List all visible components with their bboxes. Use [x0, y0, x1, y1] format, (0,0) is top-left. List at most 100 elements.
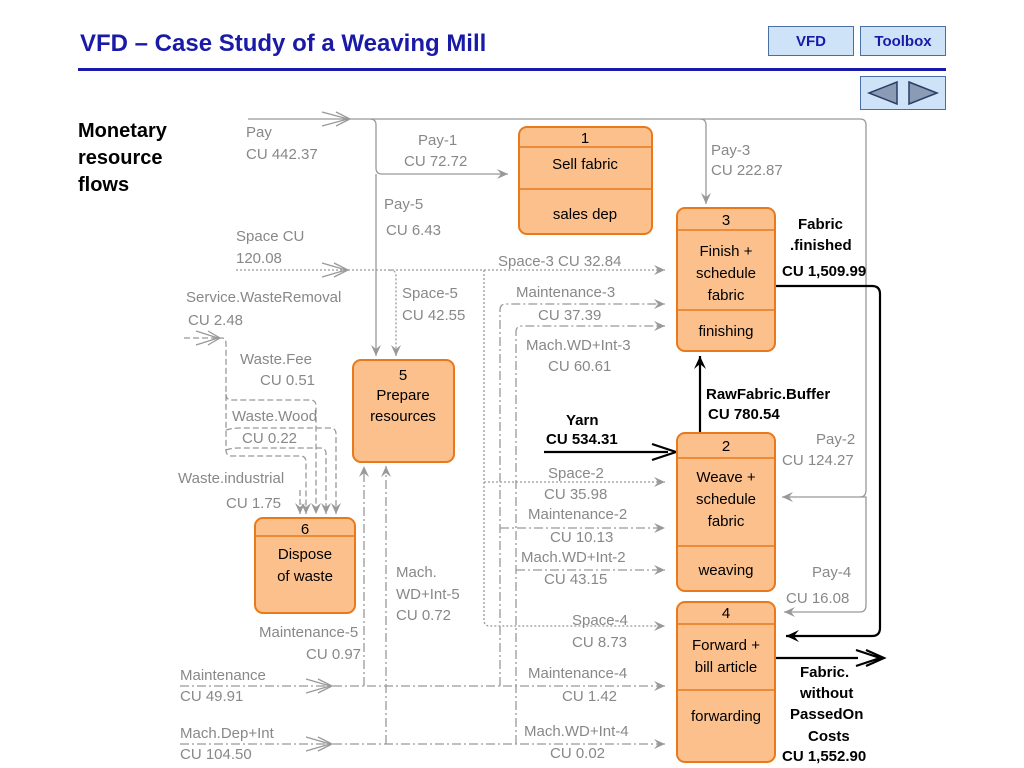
- svg-text:Maintenance-3: Maintenance-3: [516, 284, 615, 301]
- svg-text:forwarding: forwarding: [691, 708, 761, 725]
- svg-text:6: 6: [301, 521, 309, 538]
- title-divider: [78, 68, 946, 71]
- svg-text:CU 6.43: CU 6.43: [386, 222, 441, 239]
- svg-text:Space-2: Space-2: [548, 465, 604, 482]
- svg-text:CU 1.42: CU 1.42: [562, 688, 617, 705]
- svg-text:CU 0.72: CU 0.72: [396, 607, 451, 624]
- svg-text:Space-5: Space-5: [402, 285, 458, 302]
- svg-text:Mach.WD+Int-2: Mach.WD+Int-2: [521, 549, 626, 566]
- svg-text:CU 1,509.99: CU 1,509.99: [782, 263, 866, 280]
- svg-text:PassedOn: PassedOn: [790, 706, 863, 723]
- svg-text:CU 10.13: CU 10.13: [550, 529, 613, 546]
- next-arrow-icon[interactable]: [905, 80, 941, 106]
- svg-text:Pay-2: Pay-2: [816, 431, 855, 448]
- svg-text:CU 2.48: CU 2.48: [188, 312, 243, 329]
- svg-text:Mach.WD+Int-3: Mach.WD+Int-3: [526, 337, 631, 354]
- svg-text:WD+Int-5: WD+Int-5: [396, 586, 460, 603]
- material-flows: [544, 284, 887, 668]
- svg-text:Mach.: Mach.: [396, 564, 437, 581]
- svg-text:weaving: weaving: [697, 562, 753, 579]
- svg-text:Space-4: Space-4: [572, 612, 628, 629]
- svg-text:CU 442.37: CU 442.37: [246, 146, 318, 163]
- svg-text:Pay-1: Pay-1: [418, 132, 457, 149]
- svg-text:Maintenance-5: Maintenance-5: [259, 624, 358, 641]
- slide-navigation: [860, 76, 946, 110]
- svg-text:CU 37.39: CU 37.39: [538, 307, 601, 324]
- material-labels: Fabric .finished CU 1,509.99 RawFabric.B…: [546, 216, 866, 765]
- svg-text:CU 49.91: CU 49.91: [180, 688, 243, 705]
- svg-text:3: 3: [722, 212, 730, 229]
- svg-text:Space CU: Space CU: [236, 228, 304, 245]
- svg-text:CU 104.50: CU 104.50: [180, 746, 252, 763]
- svg-text:Maintenance: Maintenance: [180, 667, 266, 684]
- svg-text:Weave +: Weave +: [696, 469, 756, 486]
- process-box-6: 6 Dispose of waste: [254, 517, 356, 614]
- maintenance-flow: [180, 299, 665, 694]
- svg-text:Waste.industrial: Waste.industrial: [178, 470, 284, 487]
- waste-flows: [184, 330, 341, 514]
- svg-text:CU 0.51: CU 0.51: [260, 372, 315, 389]
- process-box-2: 2 Weave + schedule fabric weaving: [676, 432, 776, 592]
- svg-text:Finish +: Finish +: [700, 243, 753, 260]
- svg-text:CU 0.97: CU 0.97: [306, 646, 361, 663]
- previous-arrow-icon[interactable]: [865, 80, 901, 106]
- svg-text:CU 35.98: CU 35.98: [544, 486, 607, 503]
- svg-text:Service.WasteRemoval: Service.WasteRemoval: [186, 289, 341, 306]
- svg-text:RawFabric.Buffer: RawFabric.Buffer: [706, 386, 830, 403]
- svg-text:CU 60.61: CU 60.61: [548, 358, 611, 375]
- svg-text:fabric: fabric: [708, 513, 745, 530]
- svg-text:1: 1: [581, 130, 589, 147]
- svg-text:Prepare: Prepare: [376, 387, 429, 404]
- svg-text:CU 0.02: CU 0.02: [550, 745, 605, 762]
- svg-text:2: 2: [722, 438, 730, 455]
- svg-text:finishing: finishing: [698, 323, 753, 340]
- svg-text:Waste.Fee: Waste.Fee: [240, 351, 312, 368]
- svg-text:Fabric: Fabric: [798, 216, 843, 233]
- svg-text:bill article: bill article: [695, 659, 758, 676]
- svg-text:Space-3 CU 32.84: Space-3 CU 32.84: [498, 253, 621, 270]
- machine-flow: [180, 321, 665, 752]
- svg-text:Pay-3: Pay-3: [711, 142, 750, 159]
- svg-text:Sell fabric: Sell fabric: [552, 156, 618, 173]
- svg-text:Pay-5: Pay-5: [384, 196, 423, 213]
- svg-text:Pay: Pay: [246, 124, 272, 141]
- svg-text:Fabric.: Fabric.: [800, 664, 849, 681]
- toolbox-button[interactable]: Toolbox: [860, 26, 946, 56]
- svg-text:Dispose: Dispose: [278, 546, 332, 563]
- svg-text:CU 124.27: CU 124.27: [782, 452, 854, 469]
- svg-text:CU 534.31: CU 534.31: [546, 431, 618, 448]
- svg-text:Mach.WD+Int-4: Mach.WD+Int-4: [524, 723, 629, 740]
- svg-text:.finished: .finished: [790, 237, 852, 254]
- svg-text:CU 0.22: CU 0.22: [242, 430, 297, 447]
- svg-text:sales dep: sales dep: [553, 206, 617, 223]
- svg-text:120.08: 120.08: [236, 250, 282, 267]
- svg-text:CU 16.08: CU 16.08: [786, 590, 849, 607]
- svg-text:CU 72.72: CU 72.72: [404, 153, 467, 170]
- svg-text:Maintenance-2: Maintenance-2: [528, 506, 627, 523]
- svg-text:without: without: [799, 685, 853, 702]
- process-box-4: 4 Forward + bill article forwarding: [676, 601, 776, 763]
- space-flow: [236, 262, 665, 631]
- svg-text:Forward +: Forward +: [692, 637, 760, 654]
- svg-text:Costs: Costs: [808, 728, 850, 745]
- svg-text:Yarn: Yarn: [566, 412, 599, 429]
- section-heading: Monetary resource flows: [78, 120, 167, 196]
- svg-text:of waste: of waste: [277, 568, 333, 585]
- svg-text:CU 222.87: CU 222.87: [711, 162, 783, 179]
- svg-text:4: 4: [722, 605, 730, 622]
- svg-text:CU 780.54: CU 780.54: [708, 406, 780, 423]
- pay-flow: [248, 111, 867, 617]
- svg-text:Maintenance-4: Maintenance-4: [528, 665, 627, 682]
- page-title: VFD – Case Study of a Weaving Mill: [80, 30, 487, 57]
- svg-text:Pay-4: Pay-4: [812, 564, 851, 581]
- vfd-button[interactable]: VFD: [768, 26, 854, 56]
- process-box-1: 1 Sell fabric sales dep: [518, 126, 653, 235]
- svg-text:CU 8.73: CU 8.73: [572, 634, 627, 651]
- flow-labels: Pay CU 442.37 Pay-1 CU 72.72 Pay-3 CU 22…: [178, 124, 855, 763]
- svg-text:Waste.Wood: Waste.Wood: [232, 408, 317, 425]
- svg-text:Mach.Dep+Int: Mach.Dep+Int: [180, 725, 275, 742]
- svg-text:CU 43.15: CU 43.15: [544, 571, 607, 588]
- svg-text:CU 42.55: CU 42.55: [402, 307, 465, 324]
- svg-text:fabric: fabric: [708, 287, 745, 304]
